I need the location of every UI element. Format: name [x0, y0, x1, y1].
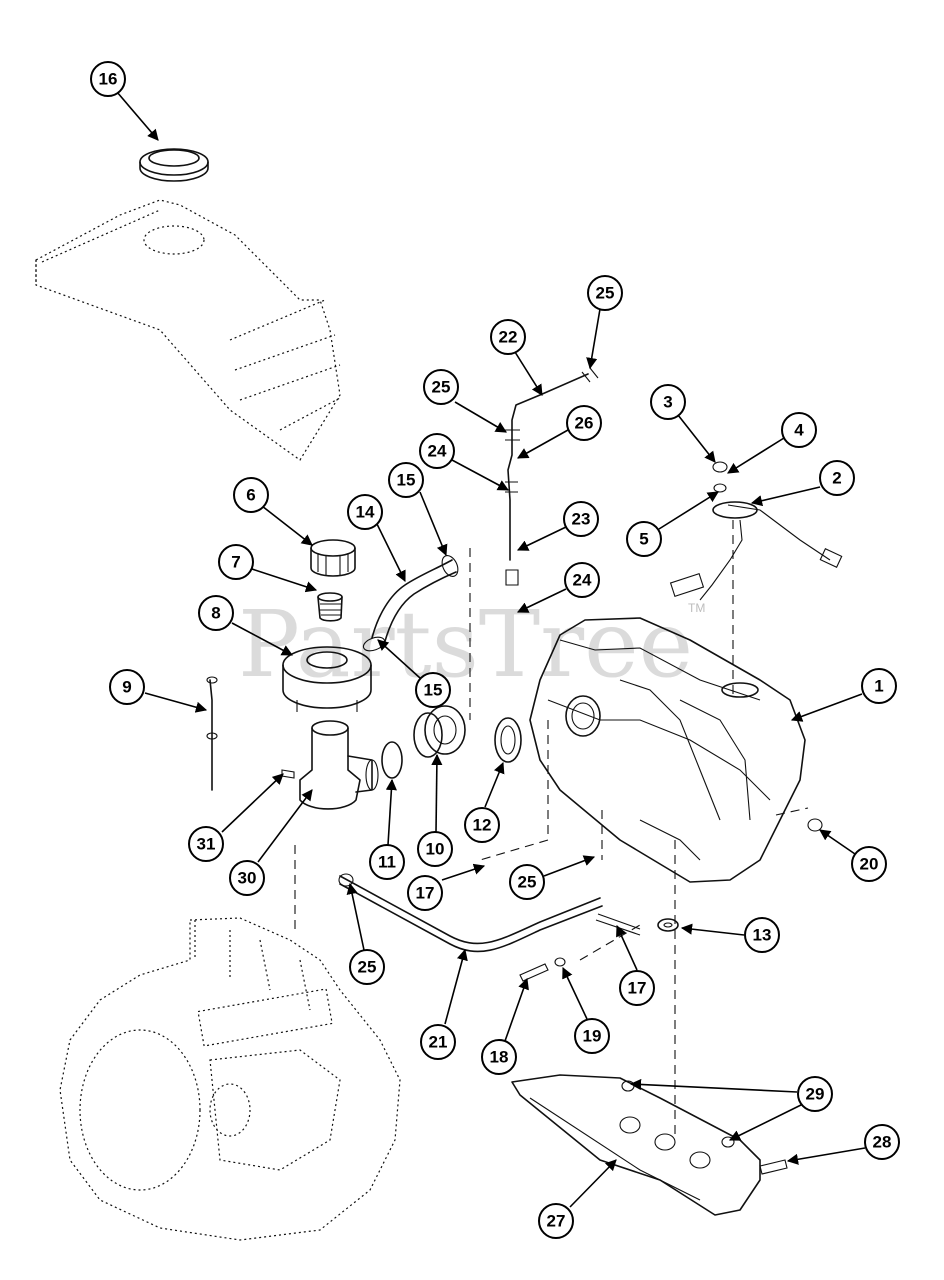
callout-12: 12: [464, 807, 500, 843]
callout-11: 11: [369, 844, 405, 880]
callout-label: 20: [860, 855, 879, 874]
callout-7: 7: [218, 544, 254, 580]
callout-label: 3: [663, 393, 672, 412]
callout-25: 25: [423, 369, 459, 405]
part-fuel-lines: [505, 367, 599, 586]
callout-22: 22: [490, 319, 526, 355]
callout-label: 12: [473, 816, 492, 835]
callout-label: 25: [596, 284, 615, 303]
callout-25: 25: [349, 949, 385, 985]
assembly-lines: [294, 548, 809, 1140]
watermark: PartsTree TM: [238, 591, 705, 698]
part-fuel-tank: [529, 573, 806, 883]
callout-29: 29: [797, 1076, 833, 1112]
callout-25: 25: [587, 275, 623, 311]
part-hardware: [519, 818, 823, 982]
callout-label: 1: [874, 677, 883, 696]
callout-28: 28: [864, 1124, 900, 1160]
callout-label: 19: [583, 1027, 602, 1046]
callout-23: 23: [563, 501, 599, 537]
part-tank-bracket: [511, 1074, 788, 1216]
callout-label: 7: [231, 553, 240, 572]
callout-label: 27: [547, 1212, 566, 1231]
callout-1: 1: [861, 668, 897, 704]
part-filler-assembly: [282, 539, 372, 712]
callout-14: 14: [347, 494, 383, 530]
callout-10: 10: [417, 831, 453, 867]
callout-label: 23: [572, 510, 591, 529]
callout-label: 14: [356, 503, 375, 522]
part-engine: [59, 917, 401, 1241]
callout-25: 25: [509, 864, 545, 900]
callout-label: 28: [873, 1133, 892, 1152]
callout-label: 2: [832, 469, 841, 488]
part-fuel-gauge-grommet: [139, 148, 209, 182]
callout-label: 24: [428, 442, 447, 461]
callout-label: 6: [246, 486, 255, 505]
callout-label: 13: [753, 926, 772, 945]
callout-20: 20: [851, 846, 887, 882]
part-fuel-line-lower: [338, 873, 641, 953]
callout-15: 15: [388, 462, 424, 498]
callout-13: 13: [744, 917, 780, 953]
callout-label: 31: [197, 835, 216, 854]
watermark-trademark: TM: [688, 601, 705, 615]
callout-label: 22: [499, 328, 518, 347]
callout-label: 18: [490, 1048, 509, 1067]
callout-19: 19: [574, 1018, 610, 1054]
callout-17: 17: [619, 970, 655, 1006]
callout-5: 5: [626, 521, 662, 557]
callout-6: 6: [233, 477, 269, 513]
callout-label: 16: [99, 70, 118, 89]
callout-label: 9: [122, 678, 131, 697]
callout-18: 18: [481, 1039, 517, 1075]
callout-16: 16: [90, 61, 126, 97]
callout-4: 4: [781, 412, 817, 448]
callout-label: 11: [378, 853, 396, 872]
callout-label: 15: [424, 681, 443, 700]
callout-label: 10: [426, 840, 445, 859]
callout-label: 17: [628, 979, 647, 998]
callout-label: 25: [432, 378, 451, 397]
callout-8: 8: [198, 595, 234, 631]
callout-label: 30: [238, 869, 257, 888]
callout-17: 17: [407, 875, 443, 911]
callout-21: 21: [420, 1024, 456, 1060]
callout-label: 8: [211, 604, 220, 623]
callout-30: 30: [229, 860, 265, 896]
callout-label: 24: [573, 571, 592, 590]
callout-label: 25: [518, 873, 537, 892]
callout-24: 24: [419, 433, 455, 469]
callout-label: 17: [416, 884, 435, 903]
callout-label: 15: [397, 471, 416, 490]
callout-label: 29: [806, 1085, 825, 1104]
callout-3: 3: [650, 384, 686, 420]
part-sending-unit: [699, 461, 843, 700]
watermark-text: PartsTree: [238, 591, 693, 698]
callout-31: 31: [188, 826, 224, 862]
callout-label: 4: [794, 421, 804, 440]
callout-24: 24: [564, 562, 600, 598]
callout-2: 2: [819, 460, 855, 496]
callout-label: 25: [358, 958, 377, 977]
callout-label: 21: [429, 1033, 448, 1052]
callout-label: 5: [639, 530, 648, 549]
callout-9: 9: [109, 669, 145, 705]
leader-lines: [116, 91, 866, 1208]
callout-27: 27: [538, 1203, 574, 1239]
part-tank-cover-panel: [35, 199, 341, 461]
callout-15: 15: [415, 672, 451, 708]
callout-label: 26: [575, 414, 594, 433]
callout-26: 26: [566, 405, 602, 441]
part-shutoff-valve: [206, 676, 522, 810]
